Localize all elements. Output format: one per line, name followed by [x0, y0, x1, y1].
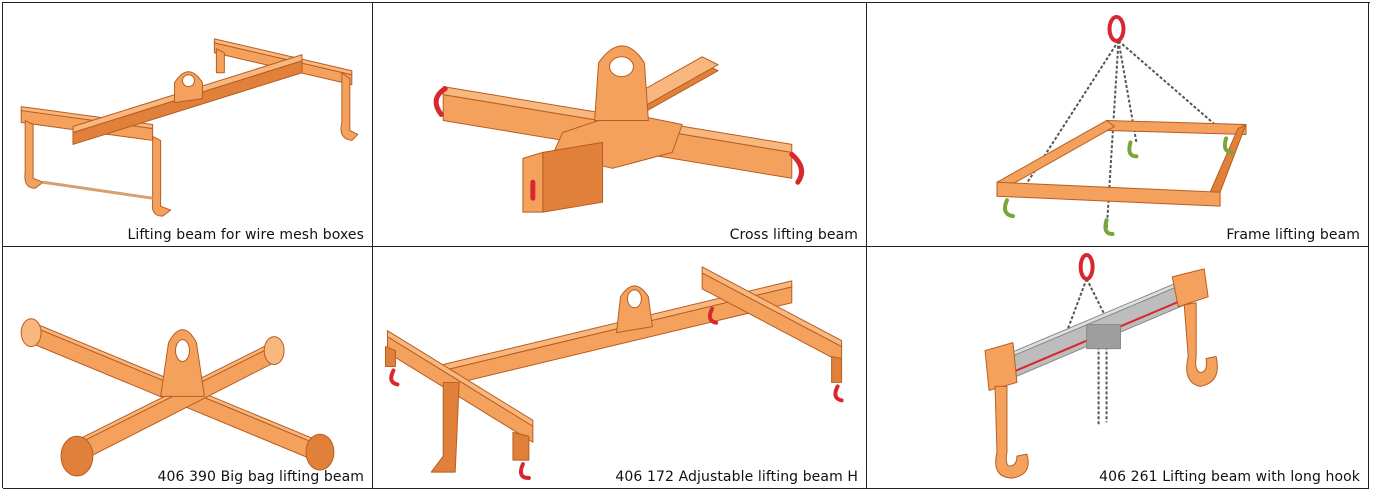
frame-lifting-beam-illustration	[996, 14, 1247, 237]
product-caption: Frame lifting beam	[1226, 227, 1360, 243]
product-caption: Lifting beam for wire mesh boxes	[127, 227, 364, 243]
cross-lifting-beam-illustration	[433, 45, 805, 213]
lifting-beam-wire-mesh-illustration	[20, 38, 359, 217]
product-cell-adjustable-h[interactable]: 406 172 Adjustable lifting beam H	[373, 247, 867, 489]
product-caption: 406 172 Adjustable lifting beam H	[615, 469, 858, 485]
product-cell-big-bag[interactable]: 406 390 Big bag lifting beam	[3, 247, 373, 489]
product-caption: Cross lifting beam	[729, 227, 858, 243]
product-cell-long-hook[interactable]: 406 261 Lifting beam with long hook	[867, 247, 1369, 489]
product-caption: 406 390 Big bag lifting beam	[157, 469, 364, 485]
product-caption: 406 261 Lifting beam with long hook	[1099, 469, 1360, 485]
product-cell-frame[interactable]: Frame lifting beam	[867, 3, 1369, 247]
big-bag-lifting-beam-illustration	[20, 318, 335, 477]
product-cell-cross[interactable]: Cross lifting beam	[373, 3, 867, 247]
adjustable-lifting-beam-illustration	[384, 266, 844, 481]
long-hook-lifting-beam-illustration	[984, 252, 1218, 479]
product-cell-wire-mesh[interactable]: Lifting beam for wire mesh boxes	[3, 3, 373, 247]
